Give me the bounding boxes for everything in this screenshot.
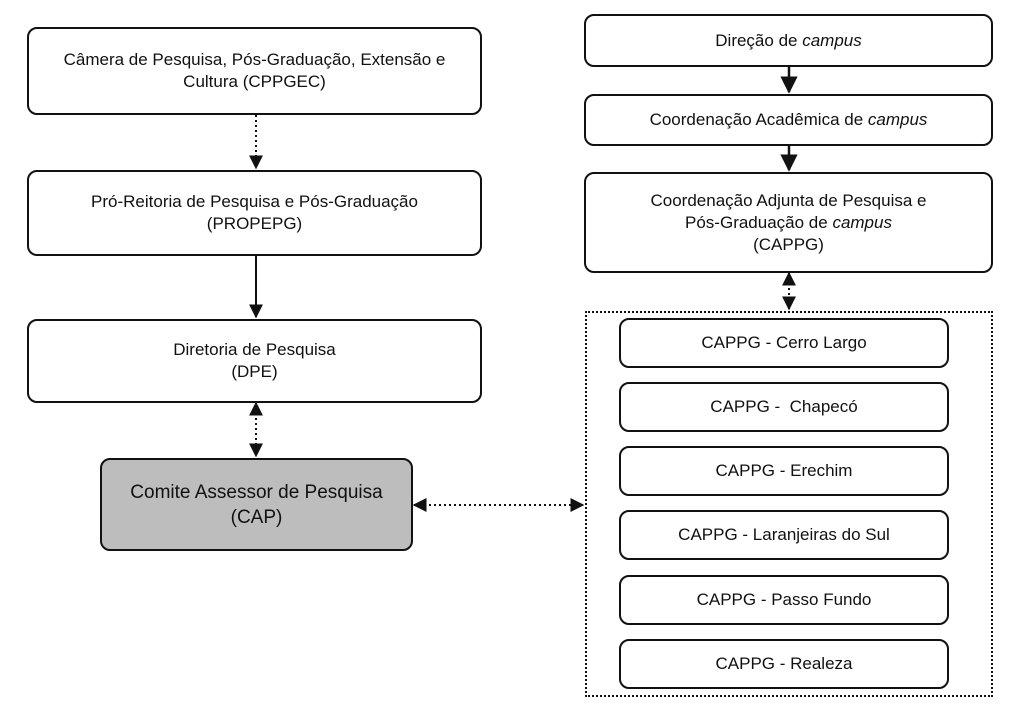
dpe-box: Diretoria de Pesquisa (DPE) xyxy=(27,319,482,403)
cappg-line3: (CAPPG) xyxy=(753,234,824,254)
cppgec-box: Câmera de Pesquisa, Pós-Graduação, Exten… xyxy=(27,27,482,115)
coord-academica-text: Coordenação Acadêmica de xyxy=(649,110,868,129)
campus-unit-box: CAPPG - Laranjeiras do Sul xyxy=(619,510,949,560)
direcao-campus-box: Direção de campus xyxy=(584,14,993,67)
cppgec-line1: Câmera de Pesquisa, Pós-Graduação, Exten… xyxy=(63,50,446,69)
cappg-line1: Coordenação Adjunta de Pesquisa e xyxy=(650,190,927,210)
propepg-line1: Pró-Reitoria de Pesquisa e Pós-Graduação xyxy=(91,192,418,211)
cap-box: Comite Assessor de Pesquisa (CAP) xyxy=(100,458,413,551)
campus-unit-box: CAPPG - Realeza xyxy=(619,639,949,689)
propepg-line2: (PROPEPG) xyxy=(206,214,303,233)
campus-unit-label: CAPPG - Erechim xyxy=(715,461,853,480)
cappg-line2-text: Pós-Graduação de xyxy=(685,212,833,232)
campus-unit-label: CAPPG - Passo Fundo xyxy=(696,590,872,609)
direcao-campus-label: Direção de campus xyxy=(715,30,861,52)
cppgec-line2: Cultura (CPPGEC) xyxy=(183,72,326,91)
campus-unit-label: CAPPG - Chapecó xyxy=(710,397,858,416)
cap-line1: Comite Assessor de Pesquisa xyxy=(130,481,383,503)
campus-unit-label: CAPPG - Realeza xyxy=(715,654,853,673)
cappg-line2-italic: campus xyxy=(832,212,892,232)
campus-group-frame xyxy=(585,311,993,697)
direcao-italic: campus xyxy=(802,30,862,50)
campus-unit-label: CAPPG - Laranjeiras do Sul xyxy=(678,525,890,544)
cappg-line2: Pós-Graduação de campus xyxy=(685,212,892,234)
coord-academica-box: Coordenação Acadêmica de campus xyxy=(584,94,993,146)
direcao-text: Direção de xyxy=(715,30,803,50)
campus-unit-box: CAPPG - Passo Fundo xyxy=(619,575,949,625)
campus-unit-box: CAPPG - Chapecó xyxy=(619,382,949,432)
cap-line2: (CAP) xyxy=(230,506,283,528)
campus-unit-box: CAPPG - Cerro Largo xyxy=(619,318,949,368)
coord-academica-label: Coordenação Acadêmica de campus xyxy=(650,109,928,131)
campus-unit-label: CAPPG - Cerro Largo xyxy=(701,333,867,352)
dpe-line1: Diretoria de Pesquisa xyxy=(173,340,336,359)
campus-unit-box: CAPPG - Erechim xyxy=(619,446,949,496)
cappg-box: Coordenação Adjunta de Pesquisa e Pós-Gr… xyxy=(584,172,993,273)
dpe-line2: (DPE) xyxy=(231,362,278,381)
propepg-box: Pró-Reitoria de Pesquisa e Pós-Graduação… xyxy=(27,170,482,256)
coord-academica-italic: campus xyxy=(867,110,928,129)
